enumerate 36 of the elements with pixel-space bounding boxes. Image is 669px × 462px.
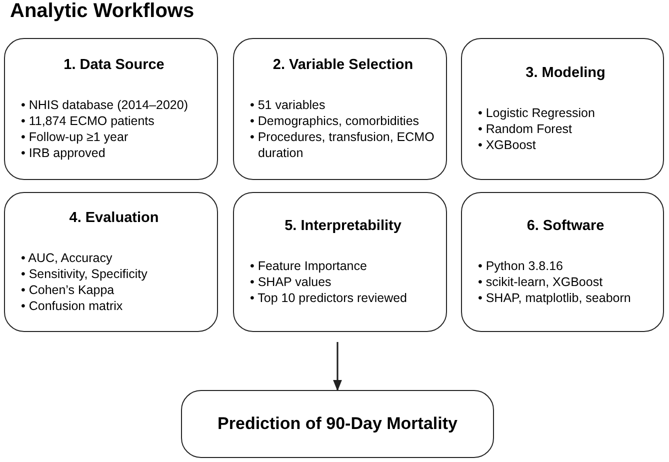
bullet-item: • Logistic Regression	[478, 105, 596, 121]
bullet-item: • SHAP, matplotlib, seaborn	[478, 290, 632, 306]
step-box	[461, 38, 664, 180]
box-heading: Prediction of 90-Day Mortality	[218, 414, 458, 434]
bullet-item: • AUC, Accuracy	[21, 250, 114, 266]
bullet-item: • 51 variables	[250, 97, 326, 113]
step-box	[4, 192, 218, 332]
bullet-item: • IRB approved	[21, 145, 106, 161]
step-box	[233, 192, 447, 332]
bullet-item: • NHIS database (2014–2020)	[21, 97, 189, 113]
bullet-item: • Random Forest	[478, 121, 573, 137]
bullet-item: • Demographics, comorbidities	[250, 113, 420, 129]
bullet-item: • Sensitivity, Specificity	[21, 266, 148, 282]
bullet-item: • Python 3.8.16	[478, 258, 564, 274]
box-heading: 3. Modeling	[524, 65, 606, 81]
box-heading: 1. Data Source	[62, 57, 166, 73]
bullet-item: • Procedures, transfusion, ECMO duration	[250, 129, 436, 161]
step-box	[4, 38, 218, 180]
diagram-title: Analytic Workflows	[10, 0, 194, 23]
box-heading: 5. Interpretability	[284, 218, 402, 234]
bullet-item: • Confusion matrix	[21, 298, 124, 314]
bullet-item: • Top 10 predictors reviewed	[250, 290, 408, 306]
result-box	[181, 390, 494, 458]
arrow	[333, 342, 342, 392]
bullet-item: • scikit-learn, XGBoost	[478, 274, 604, 290]
bullet-item: • Follow-up ≥1 year	[21, 129, 130, 145]
bullet-item: • Cohen’s Kappa	[21, 282, 116, 298]
bullet-item: • XGBoost	[478, 137, 537, 153]
step-box	[233, 38, 447, 180]
step-box	[461, 192, 664, 332]
box-heading: 2. Variable Selection	[272, 57, 414, 73]
bullet-item: • 11,874 ECMO patients	[21, 113, 156, 129]
box-heading: 4. Evaluation	[68, 210, 160, 226]
bullet-item: • SHAP values	[250, 274, 332, 290]
bullet-item: • Feature Importance	[250, 258, 368, 274]
box-heading: 6. Software	[526, 218, 606, 234]
